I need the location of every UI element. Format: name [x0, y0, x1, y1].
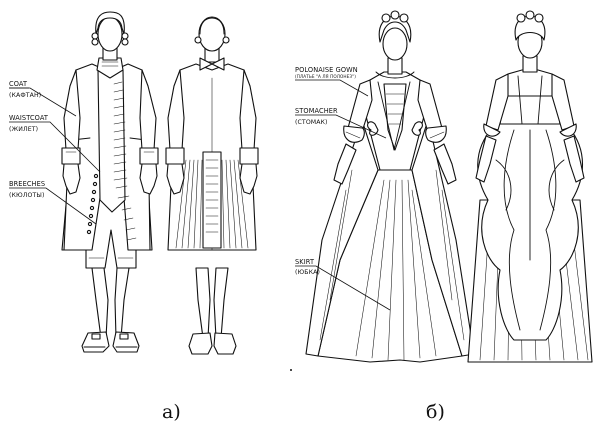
stomacher-label: STOMACHER [295, 107, 338, 115]
figure-woman-back [468, 11, 592, 362]
figure-man-back [166, 17, 258, 354]
figure-woman-front [306, 11, 474, 362]
stomacher-label-ru: (СТОМАК) [295, 119, 328, 126]
skirt-label-ru: (ЮБКА) [295, 269, 320, 276]
coat-label: COAT [9, 80, 28, 88]
breeches-label: BREECHES [9, 180, 45, 188]
breeches-label-ru: (КЮЛОТЫ) [9, 192, 44, 199]
polonaise-label-ru: (ПЛАТЬЕ "А ЛЯ ПОЛОНЕЗ") [295, 74, 356, 79]
coat-label-ru: (КАФТАН) [9, 92, 41, 99]
waistcoat-label-ru: (ЖИЛЕТ) [9, 126, 38, 133]
waistcoat-label: WAISTCOAT [9, 114, 49, 122]
polonaise-label: POLONAISE GOWN [295, 66, 358, 74]
caption-a: а) [162, 401, 181, 423]
label-polonaise: POLONAISE GOWN (ПЛАТЬЕ "А ЛЯ ПОЛОНЕЗ") [295, 66, 368, 96]
skirt-label: SKIRT [295, 258, 315, 266]
figure-man-front [62, 12, 158, 352]
caption-b: б) [426, 401, 445, 423]
